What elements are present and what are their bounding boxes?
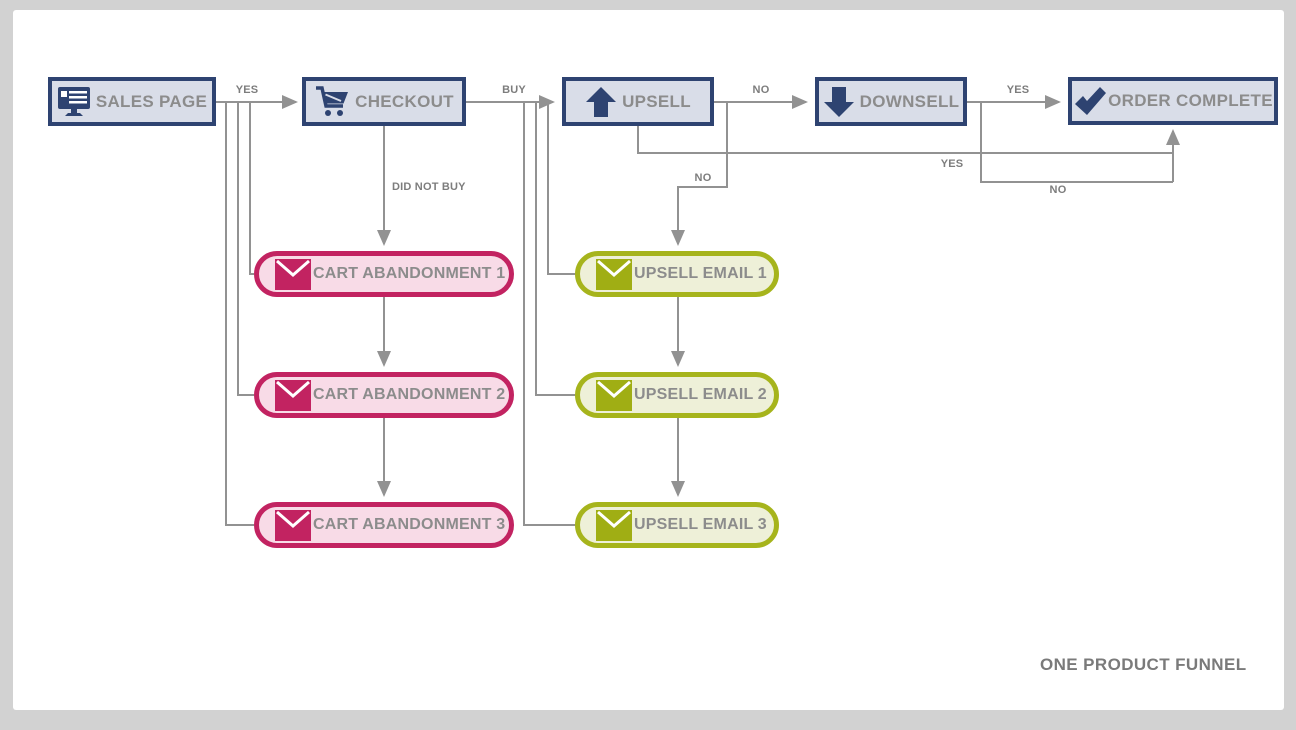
node-label: ORDER COMPLETE <box>1108 91 1273 110</box>
envelope-icon <box>275 258 311 290</box>
node-upsell[interactable]: UPSELL <box>562 77 714 126</box>
arrow-down-icon <box>823 86 854 117</box>
envelope-icon <box>275 509 311 541</box>
pill-label: CART ABANDONMENT 3 <box>313 516 506 533</box>
edge-label-buy-checkout-to-upsell: BUY <box>502 84 526 96</box>
envelope-icon <box>275 379 311 411</box>
pill-label: UPSELL EMAIL 2 <box>634 386 767 403</box>
envelope-icon <box>596 379 632 411</box>
pill-cart-abandonment-2[interactable]: CART ABANDONMENT 2 <box>254 372 514 418</box>
arrow-up-icon <box>586 86 617 117</box>
node-label: CHECKOUT <box>355 91 454 111</box>
edge-label-no-upsell-to-email: NO <box>694 172 712 184</box>
pill-label: UPSELL EMAIL 1 <box>634 265 767 282</box>
edge-label-did-not-buy: DID NOT BUY <box>392 181 466 193</box>
checkmark-icon <box>1075 87 1107 115</box>
node-label: SALES PAGE <box>95 91 208 111</box>
pill-label: CART ABANDONMENT 2 <box>313 386 506 403</box>
edge-label-no-downsell-to-order-complete: NO <box>1049 184 1067 196</box>
edge-label-yes-downsell-to-order-complete: YES <box>1006 84 1030 96</box>
node-label: DOWNSELL <box>859 91 960 111</box>
envelope-icon <box>596 509 632 541</box>
diagram-canvas <box>13 10 1284 710</box>
node-checkout[interactable]: CHECKOUT <box>302 77 466 126</box>
node-downsell[interactable]: DOWNSELL <box>815 77 967 126</box>
node-sales-page[interactable]: SALES PAGE <box>48 77 216 126</box>
pill-cart-abandonment-3[interactable]: CART ABANDONMENT 3 <box>254 502 514 548</box>
shopping-cart-icon <box>316 85 349 116</box>
pill-label: CART ABANDONMENT 1 <box>313 265 506 282</box>
edge-label-yes-upsell-to-order-complete: YES <box>940 158 964 170</box>
pill-upsell-email-3[interactable]: UPSELL EMAIL 3 <box>575 502 779 548</box>
diagram-title: ONE PRODUCT FUNNEL <box>1040 655 1247 674</box>
monitor-icon <box>57 86 90 116</box>
pill-cart-abandonment-1[interactable]: CART ABANDONMENT 1 <box>254 251 514 297</box>
pill-upsell-email-1[interactable]: UPSELL EMAIL 1 <box>575 251 779 297</box>
pill-upsell-email-2[interactable]: UPSELL EMAIL 2 <box>575 372 779 418</box>
node-label: UPSELL <box>622 91 691 111</box>
edge-label-no-upsell-to-downsell: NO <box>752 84 770 96</box>
edge-label-yes-sales-to-checkout: YES <box>235 84 259 96</box>
envelope-icon <box>596 258 632 290</box>
pill-label: UPSELL EMAIL 3 <box>634 516 767 533</box>
node-order-complete[interactable]: ORDER COMPLETE <box>1068 77 1278 125</box>
